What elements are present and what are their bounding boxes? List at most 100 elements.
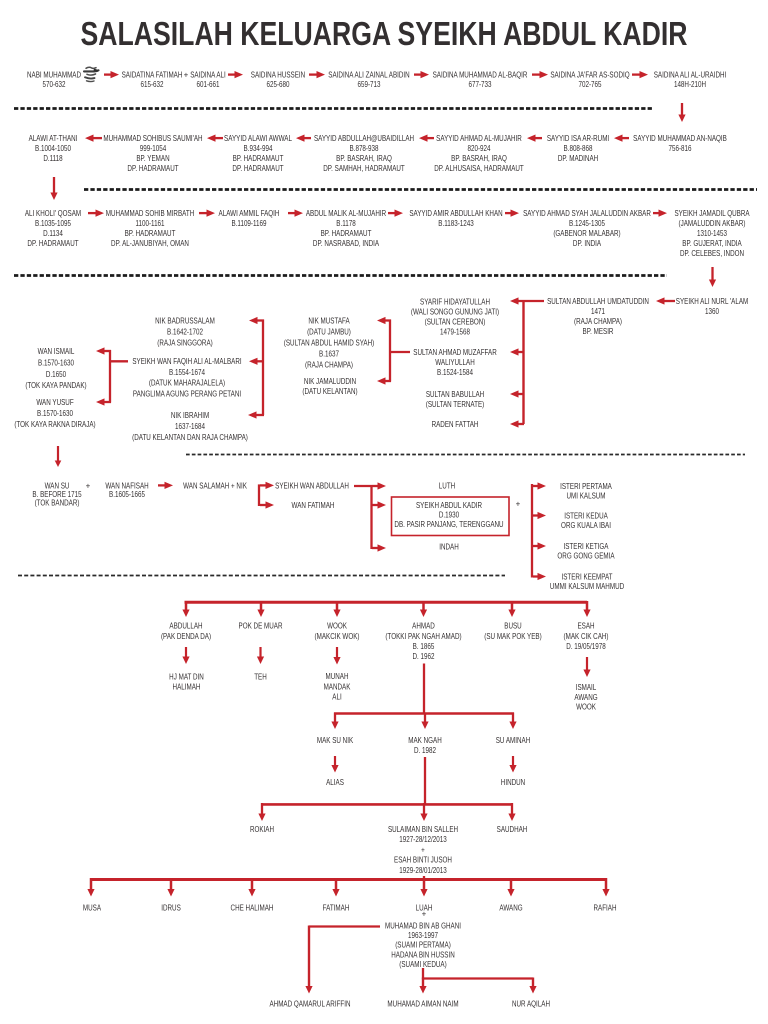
svg-text:1963-1997: 1963-1997 bbox=[408, 930, 438, 940]
svg-text:ISTERI KEEMPAT: ISTERI KEEMPAT bbox=[561, 572, 613, 582]
svg-text:1637-1684: 1637-1684 bbox=[175, 421, 205, 431]
svg-text:(SU MAK POK YEB): (SU MAK POK YEB) bbox=[484, 631, 541, 641]
svg-text:B.878-938: B.878-938 bbox=[350, 143, 379, 153]
svg-text:MUHAMAD AIMAN NAIM: MUHAMAD AIMAN NAIM bbox=[387, 999, 458, 1009]
svg-text:(SUAMI PERTAMA): (SUAMI PERTAMA) bbox=[395, 940, 451, 950]
svg-text:(RAJA CHAMPA): (RAJA CHAMPA) bbox=[305, 360, 353, 370]
svg-text:SYEIKH WAN ABDULLAH: SYEIKH WAN ABDULLAH bbox=[275, 481, 349, 491]
svg-text:1360: 1360 bbox=[705, 306, 719, 316]
svg-text:B.1178: B.1178 bbox=[336, 218, 355, 228]
svg-text:ALAWI AMMIL FAQIH: ALAWI AMMIL FAQIH bbox=[219, 208, 280, 218]
svg-text:RAFIAH: RAFIAH bbox=[593, 903, 616, 913]
svg-text:(SULTAN TERNATE): (SULTAN TERNATE) bbox=[426, 399, 484, 409]
svg-text:D. 1982: D. 1982 bbox=[414, 745, 436, 755]
svg-text:DP. INDIA: DP. INDIA bbox=[573, 238, 601, 248]
svg-text:B.1570-1630: B.1570-1630 bbox=[37, 408, 73, 418]
svg-text:SAYYID ABDULLAH@UBAIDILLAH: SAYYID ABDULLAH@UBAIDILLAH bbox=[314, 133, 414, 143]
svg-text:UMMI KALSUM MAHMUD: UMMI KALSUM MAHMUD bbox=[550, 581, 624, 591]
svg-text:AWANG: AWANG bbox=[574, 692, 598, 702]
svg-text:BUSU: BUSU bbox=[504, 621, 521, 631]
svg-text:ORG GONG GEMIA: ORG GONG GEMIA bbox=[557, 551, 614, 561]
svg-text:HJ MAT DIN: HJ MAT DIN bbox=[169, 672, 204, 682]
svg-text:1929-28/01/2013: 1929-28/01/2013 bbox=[399, 865, 446, 875]
svg-text:D. 1962: D. 1962 bbox=[413, 651, 435, 661]
svg-text:625-680: 625-680 bbox=[266, 79, 289, 89]
svg-text:BP. BASRAH, IRAQ: BP. BASRAH, IRAQ bbox=[451, 153, 507, 163]
svg-text:DP. ALHUSAISA, HADRAMAUT: DP. ALHUSAISA, HADRAMAUT bbox=[434, 163, 524, 173]
svg-text:DP. CELEBES, INDON: DP. CELEBES, INDON bbox=[680, 248, 744, 258]
svg-text:CHE HALIMAH: CHE HALIMAH bbox=[231, 903, 274, 913]
svg-text:(DATU KELANTAN): (DATU KELANTAN) bbox=[302, 386, 357, 396]
svg-text:SAYYID AMIR ABDULLAH KHAN: SAYYID AMIR ABDULLAH KHAN bbox=[409, 208, 502, 218]
svg-text:WOOK: WOOK bbox=[327, 621, 347, 631]
svg-text:ALI: ALI bbox=[332, 692, 341, 702]
svg-text:BP. BASRAH, IRAQ: BP. BASRAH, IRAQ bbox=[336, 153, 392, 163]
svg-text:D.1650: D.1650 bbox=[46, 369, 66, 379]
svg-text:(SUAMI KEDUA): (SUAMI KEDUA) bbox=[399, 959, 446, 969]
svg-text:+: + bbox=[422, 909, 427, 918]
svg-text:+: + bbox=[516, 500, 521, 509]
svg-text:DP. HADRAMAUT: DP. HADRAMAUT bbox=[232, 163, 284, 173]
svg-text:820-924: 820-924 bbox=[467, 143, 490, 153]
svg-text:1471: 1471 bbox=[591, 306, 605, 316]
svg-text:UMI KALSUM: UMI KALSUM bbox=[566, 491, 605, 501]
svg-text:SULTAN AHMAD MUZAFFAR: SULTAN AHMAD MUZAFFAR bbox=[413, 347, 496, 357]
svg-text:SAYYID AHMAD SYAH JALALUDDIN A: SAYYID AHMAD SYAH JALALUDDIN AKBAR bbox=[523, 208, 651, 218]
svg-text:SAIDINA ALI AL-URAIDHI: SAIDINA ALI AL-URAIDHI bbox=[654, 70, 727, 80]
svg-text:B.1109-1169: B.1109-1169 bbox=[231, 218, 266, 228]
svg-text:+: + bbox=[184, 71, 189, 80]
svg-text:SAYYID MUHAMMAD AN-NAQIB: SAYYID MUHAMMAD AN-NAQIB bbox=[633, 133, 727, 143]
svg-text:B.1605-1665: B.1605-1665 bbox=[109, 489, 145, 499]
svg-text:SALASILAH KELUARGA SYEIKH ABDU: SALASILAH KELUARGA SYEIKH ABDUL KADIR bbox=[81, 16, 688, 53]
svg-text:WAN FATIMAH: WAN FATIMAH bbox=[292, 500, 335, 510]
svg-text:AHMAD QAMARUL ARIFFIN: AHMAD QAMARUL ARIFFIN bbox=[269, 999, 350, 1009]
svg-text:D. 19/05/1978: D. 19/05/1978 bbox=[566, 641, 605, 651]
svg-text:DP. NASRABAD, INDIA: DP. NASRABAD, INDIA bbox=[313, 238, 379, 248]
svg-text:D.1930: D.1930 bbox=[439, 510, 459, 520]
svg-text:BP. MESIR: BP. MESIR bbox=[583, 326, 614, 336]
svg-text:D.1118: D.1118 bbox=[43, 153, 62, 163]
svg-text:DP. SAMHAH, HADRAMAUT: DP. SAMHAH, HADRAMAUT bbox=[323, 163, 405, 173]
svg-text:D.1134: D.1134 bbox=[43, 228, 63, 238]
svg-text:SAIDINA ALI ZAINAL ABIDIN: SAIDINA ALI ZAINAL ABIDIN bbox=[328, 70, 409, 80]
svg-text:MUSA: MUSA bbox=[83, 903, 101, 913]
svg-text:ORG KUALA IBAI: ORG KUALA IBAI bbox=[561, 520, 611, 530]
svg-text:ISTERI KETIGA: ISTERI KETIGA bbox=[564, 541, 609, 551]
svg-text:999-1054: 999-1054 bbox=[140, 143, 167, 153]
svg-text:MAK SU NIK: MAK SU NIK bbox=[317, 735, 353, 745]
svg-text:HADANA BIN HUSSIN: HADANA BIN HUSSIN bbox=[391, 950, 454, 960]
svg-text:NIK MUSTAFA: NIK MUSTAFA bbox=[308, 316, 350, 326]
svg-text:SAYYID ISA AR-RUMI: SAYYID ISA AR-RUMI bbox=[547, 133, 609, 143]
svg-text:INDAH: INDAH bbox=[439, 542, 459, 552]
svg-text:(DATU JAMBU): (DATU JAMBU) bbox=[307, 327, 351, 337]
svg-text:ESAH: ESAH bbox=[577, 621, 594, 631]
svg-text:B.934-994: B.934-994 bbox=[244, 143, 273, 153]
svg-text:ALAWI AT-THANI: ALAWI AT-THANI bbox=[29, 133, 78, 143]
svg-text:ISTERI PERTAMA: ISTERI PERTAMA bbox=[560, 481, 612, 491]
svg-text:BP. YEMAN: BP. YEMAN bbox=[136, 153, 169, 163]
svg-text:SYEIKH WAN FAQIH ALI AL-MALBAR: SYEIKH WAN FAQIH ALI AL-MALBARI bbox=[132, 356, 241, 366]
svg-text:WAN SU: WAN SU bbox=[45, 481, 70, 491]
svg-text:NUR AQILAH: NUR AQILAH bbox=[512, 999, 550, 1009]
svg-text:ISTERI KEDUA: ISTERI KEDUA bbox=[564, 511, 608, 521]
svg-text:MAK NGAH: MAK NGAH bbox=[408, 735, 441, 745]
svg-text:(DATUK MAHARAJALELA): (DATUK MAHARAJALELA) bbox=[149, 378, 225, 388]
svg-text:(RAJA CHAMPA): (RAJA CHAMPA) bbox=[574, 316, 622, 326]
svg-text:ROKIAH: ROKIAH bbox=[250, 824, 274, 834]
svg-text:SAIDINA ALI: SAIDINA ALI bbox=[190, 70, 226, 80]
svg-text:1927-28/12/2013: 1927-28/12/2013 bbox=[399, 834, 446, 844]
svg-text:HINDUN: HINDUN bbox=[501, 777, 525, 787]
svg-text:MUHAMMAD SOHIB MIRBATH: MUHAMMAD SOHIB MIRBATH bbox=[106, 208, 194, 218]
svg-text:1479-1568: 1479-1568 bbox=[440, 327, 470, 337]
svg-text:1100-1161: 1100-1161 bbox=[135, 218, 164, 228]
svg-text:B.1245-1305: B.1245-1305 bbox=[569, 218, 605, 228]
svg-text:702-765: 702-765 bbox=[578, 79, 601, 89]
svg-text:LUTH: LUTH bbox=[439, 481, 455, 491]
svg-text:(JAMALUDDIN AKBAR): (JAMALUDDIN AKBAR) bbox=[679, 218, 746, 228]
svg-text:(TOK BANDAR): (TOK BANDAR) bbox=[35, 498, 80, 508]
svg-text:(MAK CIK CAH): (MAK CIK CAH) bbox=[564, 631, 609, 641]
svg-text:(RAJA SINGGORA): (RAJA SINGGORA) bbox=[157, 338, 212, 348]
svg-text:(PAK DENDA DA): (PAK DENDA DA) bbox=[161, 631, 211, 641]
svg-text:DP. HADRAMAUT: DP. HADRAMAUT bbox=[27, 238, 79, 248]
svg-text:SAIDINA JA'FAR AS-SODIQ: SAIDINA JA'FAR AS-SODIQ bbox=[550, 70, 630, 80]
